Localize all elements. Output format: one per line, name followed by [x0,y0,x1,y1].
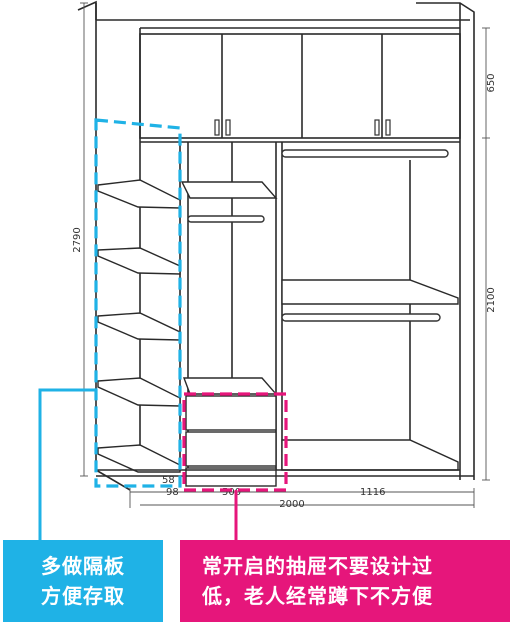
dim-lower-height: 2100 [486,287,497,312]
shelf [97,247,181,275]
shelf [97,312,181,341]
dim-total-width: 2000 [279,499,304,510]
hanging-rod [187,215,265,223]
left-shelf-tower [97,142,181,473]
shelf [97,179,181,209]
dim-side-a: 58 [162,475,175,486]
middle-section [180,142,278,487]
hanging-rod [281,149,449,158]
drawer [185,431,277,467]
shelf-callout-line2: 方便存取 [41,584,125,608]
drawer [185,467,277,487]
dim-right-width: 1116 [360,487,385,498]
handle-icon[interactable] [214,119,220,136]
drawer-callout: 常开启的抽屉不要设计过 低，老人经常蹲下不方便 [180,540,510,622]
right-section [281,142,459,471]
dimension-lines: 2790 650 2100 58 98 500 1116 2000 [72,2,497,510]
hanging-rod [281,313,441,322]
shelf [97,444,181,473]
shelf-callout-line1: 多做隔板 [41,554,125,578]
dim-drawer-width: 500 [222,487,241,498]
shelf-callout: 多做隔板 方便存取 [3,540,163,622]
dim-total-height: 2790 [72,227,83,252]
drawer-highlight [182,392,288,540]
drawer-callout-line2: 低，老人经常蹲下不方便 [202,584,433,608]
drawer [185,395,277,431]
top-cabinet [139,33,461,143]
dim-side-b: 98 [166,487,179,498]
handle-icon[interactable] [225,119,231,136]
shelf-highlight [38,118,182,540]
handle-icon[interactable] [374,119,380,136]
dim-top-height: 650 [486,73,497,92]
shelf [97,377,181,407]
handle-icon[interactable] [385,119,391,136]
drawer-callout-line1: 常开启的抽屉不要设计过 [202,554,433,578]
